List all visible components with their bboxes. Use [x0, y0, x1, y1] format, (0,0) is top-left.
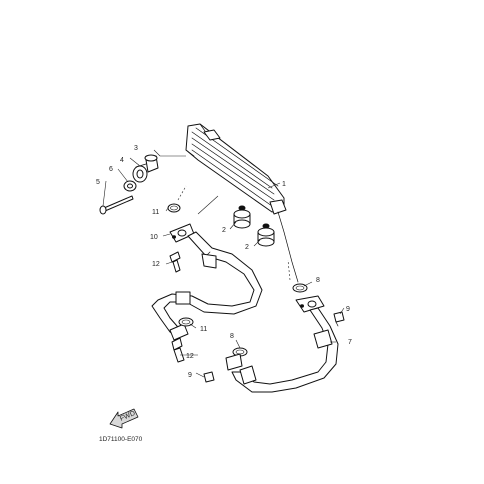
callout-1: 1	[282, 181, 286, 188]
oil-cooler	[185, 123, 299, 283]
o-ring-upper	[167, 203, 181, 213]
bolt-9-right	[333, 311, 345, 327]
diagram-code: 1D71100-E070	[99, 436, 143, 443]
callout-11b: 11	[200, 326, 207, 333]
o-ring-lower	[178, 317, 194, 327]
callout-2a: 2	[222, 227, 226, 234]
callout-labels: 1 2 2 3 4 5 6 7 8 8 9 9 10 11 11 12 12	[96, 145, 352, 379]
collar	[144, 154, 159, 173]
washer	[123, 180, 137, 192]
bolt-12-lower	[171, 337, 185, 363]
oil-pipe-1	[151, 223, 263, 341]
mount-bolt	[99, 195, 134, 215]
callout-4: 4	[120, 157, 124, 164]
callout-6: 6	[109, 166, 113, 173]
callout-9a: 9	[346, 306, 350, 313]
callout-11a: 11	[152, 209, 159, 216]
callout-12a: 12	[152, 261, 160, 268]
o-ring-right	[292, 283, 308, 293]
leader-lines	[102, 149, 345, 378]
callout-8a: 8	[316, 277, 320, 284]
fwd-arrow-icon: FWD	[109, 408, 139, 429]
callout-12b: 12	[186, 353, 194, 360]
callout-5: 5	[96, 179, 100, 186]
rubber-damper-upper	[233, 205, 251, 229]
oil-pipe-2	[225, 295, 339, 393]
bolt-9-lower	[203, 371, 215, 383]
callout-2b: 2	[245, 244, 249, 251]
callout-7: 7	[348, 339, 352, 346]
callout-8b: 8	[230, 333, 234, 340]
rubber-damper-lower	[257, 223, 275, 247]
callout-9b: 9	[188, 372, 192, 379]
callout-10: 10	[150, 234, 158, 241]
callout-3: 3	[134, 145, 138, 152]
damper-grommet	[132, 163, 148, 183]
bolt-12-upper	[169, 251, 181, 273]
